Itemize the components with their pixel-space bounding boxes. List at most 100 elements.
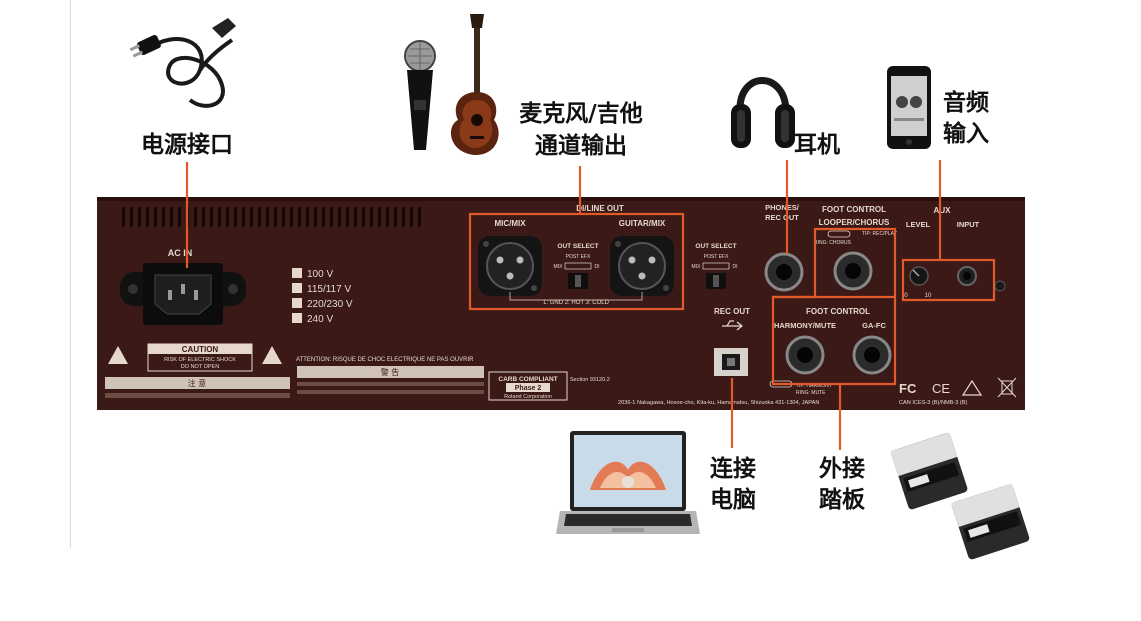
- level-min-label: 0: [904, 293, 908, 299]
- computer-callout: 电脑: [710, 486, 756, 513]
- headphones-callout: 耳机: [794, 132, 840, 158]
- ga-fc-label: GA-FC: [862, 321, 886, 330]
- vent-slot: [218, 207, 221, 227]
- screw-icon: [228, 284, 238, 294]
- iec-pin: [168, 290, 172, 300]
- vent-slot: [250, 207, 253, 227]
- address-text: 2036-1 Nakagawa, Hosoe-cho, Kita-ku, Ham…: [618, 400, 819, 406]
- headphones-icon: [731, 77, 795, 148]
- vent-slot: [178, 207, 181, 227]
- vent-slot: [290, 207, 293, 227]
- vent-slot: [322, 207, 325, 227]
- rcm-mark-icon: [961, 379, 983, 396]
- rec-out-section: REC OUT: [714, 307, 750, 376]
- jack-hole: [776, 264, 792, 280]
- voltage-checkbox: [292, 313, 302, 323]
- aux-input-jack[interactable]: [957, 266, 977, 286]
- aux-label: AUX: [934, 206, 952, 215]
- xlr-pin: [638, 272, 646, 280]
- mic-mix-label: MIC/MIX: [494, 219, 526, 228]
- switch-toggle: [575, 275, 581, 287]
- pedal-callout: 踏板: [819, 487, 866, 513]
- aux-highlight-box: [901, 258, 996, 302]
- notice-jp-box: [105, 377, 290, 389]
- xlr-socket: [618, 242, 666, 290]
- pinout-label: 1: GND 2: HOT 3: COLD: [543, 300, 610, 306]
- harmony-mute-jack[interactable]: [785, 335, 825, 375]
- attention-text: ATTENTION: RISQUE DE CHOC ELECTRIQUE NE …: [296, 357, 474, 363]
- bin-cross: [997, 377, 1017, 398]
- vent-slot: [234, 207, 237, 227]
- vent-slot: [330, 207, 333, 227]
- screw-icon: [615, 241, 621, 247]
- voltage-label: 240 V: [307, 314, 333, 325]
- post-efx-label: POST EFX: [704, 254, 729, 260]
- foot-control-label: FOOT CONTROL: [806, 307, 870, 316]
- screw-icon: [994, 280, 1006, 292]
- iec-pin: [181, 284, 185, 294]
- vent-slot: [170, 207, 173, 227]
- screw-icon: [483, 241, 489, 247]
- carb-phase: Phase 2: [515, 385, 542, 392]
- audio-input-callout: 音频: [943, 89, 989, 116]
- power-cord-icon: [129, 18, 236, 108]
- warning-cn-text: [297, 382, 484, 386]
- caution-block: CAUTION RISK OF ELECTRIC SHOCK DO NOT OP…: [105, 343, 290, 398]
- vent-slot: [298, 207, 301, 227]
- ac-in-label: AC IN: [168, 248, 193, 258]
- di-line-out-title: DI/LINE OUT: [576, 204, 624, 213]
- rear-panel: AC IN 100 V 115/117 V 220/230 V 240 V: [97, 197, 1025, 410]
- vent-slot: [370, 207, 373, 227]
- mic-guitar-callout: 通道输出: [535, 132, 627, 159]
- caution-line: RISK OF ELECTRIC SHOCK: [164, 357, 236, 363]
- vent-slot: [314, 207, 317, 227]
- weee-bin-icon: [997, 377, 1017, 398]
- vent-slot: [418, 207, 421, 227]
- ac-inlet[interactable]: [120, 263, 246, 325]
- voltage-label: 220/230 V: [307, 299, 353, 310]
- xlr-mic-mix-output[interactable]: [478, 236, 542, 296]
- jack-hole: [845, 263, 861, 279]
- audio-input-callout: 输入: [943, 120, 989, 147]
- iec-pin: [194, 290, 198, 300]
- switch-position-marks: [702, 262, 730, 270]
- vent-slot: [282, 207, 285, 227]
- notice-jp-text: [105, 393, 290, 398]
- xlr-socket: [486, 242, 534, 290]
- foot-pedal-icon: [890, 432, 1030, 560]
- looper-ring-label: RING: CHORUS: [814, 240, 852, 246]
- vent-slot: [194, 207, 197, 227]
- vent-slot: [274, 207, 277, 227]
- vent-slot: [130, 207, 133, 227]
- notice-jp-title: 注 意: [188, 378, 207, 388]
- ices-text: CAN ICES-3 (B)/NMB-3 (B): [899, 400, 968, 406]
- di-out-highlight-box: [468, 212, 685, 311]
- harmony-tip-label: TIP: HARMONY: [796, 383, 833, 389]
- xlr-pin: [648, 256, 656, 264]
- voltage-list: 100 V 115/117 V 220/230 V 240 V: [292, 268, 353, 325]
- xlr-guitar-mix-output[interactable]: [610, 236, 674, 296]
- voltage-checkbox: [292, 298, 302, 308]
- knob-indicator: [912, 269, 920, 277]
- bin-outline: [1001, 380, 1013, 395]
- voltage-checkbox: [292, 268, 302, 278]
- out-select-label: OUT SELECT: [557, 243, 598, 250]
- vent-slot: [386, 207, 389, 227]
- warning-cn-text: [297, 390, 484, 394]
- ga-fc-jack[interactable]: [852, 335, 892, 375]
- vent-slot: [266, 207, 269, 227]
- vent-slot: [338, 207, 341, 227]
- trs-plug-icon: [827, 230, 851, 238]
- looper-label: LOOPER/CHORUS: [819, 218, 890, 227]
- vent-slot: [242, 207, 245, 227]
- vent-slot: [138, 207, 141, 227]
- aux-level-knob[interactable]: [909, 266, 929, 286]
- phones-jack[interactable]: [764, 252, 804, 292]
- usb-b-port[interactable]: [714, 348, 748, 376]
- level-max-label: 10: [925, 293, 932, 299]
- iec-socket: [154, 274, 212, 315]
- xlr-pin: [516, 256, 524, 264]
- panel-body: [97, 197, 1025, 410]
- looper-chorus-jack[interactable]: [833, 251, 873, 291]
